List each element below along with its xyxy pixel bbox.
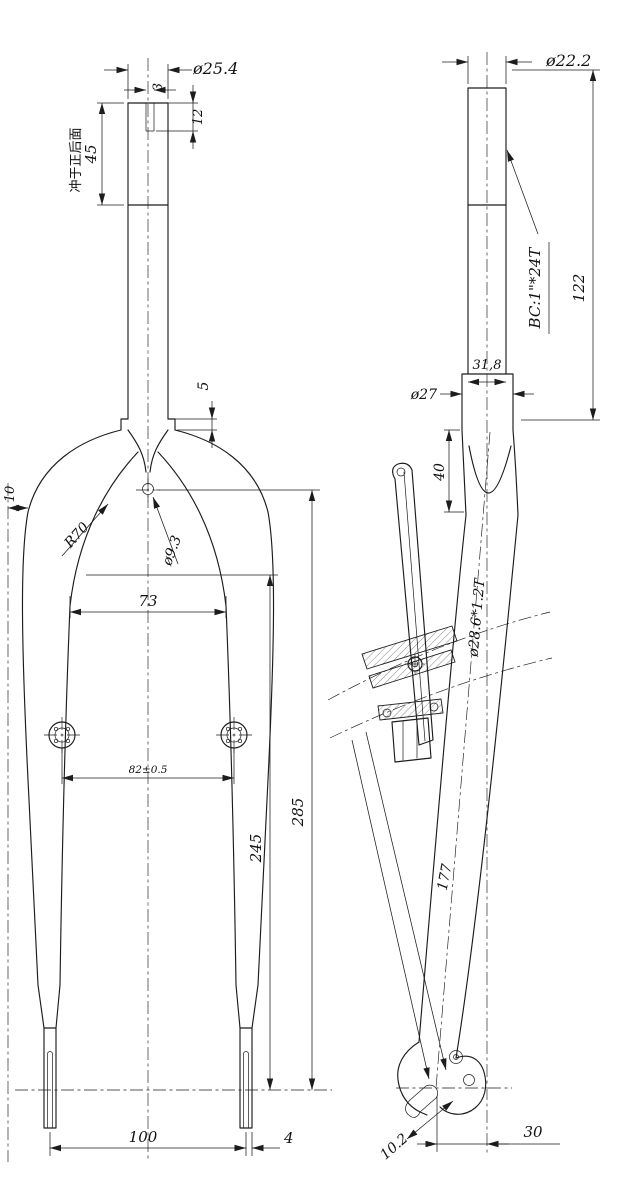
dim-thread-length-label: 45 [82, 144, 100, 164]
dropout-hole-lower [463, 1074, 475, 1086]
dim-crown-height: 40 [432, 429, 464, 513]
dim-lower-diameter: ø27 [410, 387, 534, 403]
dim-race-height-label: 5 [196, 381, 212, 390]
dim-steerer-length: 122 [512, 69, 600, 421]
dim-blade-bend-radius: R70 [61, 503, 109, 557]
dim-thread-spec-label: BC:1"*24T [526, 247, 544, 330]
clamp-bracket [391, 717, 432, 763]
dim-blade-inner-spacing: 73 [69, 592, 227, 618]
dim-slot-width-label: 10.2 [377, 1131, 411, 1164]
side-view: ø22.2 BC:1"*24T 122 31,8 ø27 40 ø28.6*1.… [327, 51, 600, 1164]
blade-axis-centerline [435, 431, 491, 1089]
dropout-hole-upper [449, 1050, 463, 1064]
side-crown-sides [461, 429, 519, 516]
dim-steerer-length-label: 122 [570, 274, 588, 303]
right-blade-inner [157, 451, 241, 1029]
dim-edge-offset: 10 [3, 486, 28, 512]
dim-edge-offset-label: 10 [3, 486, 18, 503]
lever-arm [392, 462, 434, 746]
steerer-tube-outline [127, 102, 169, 420]
dim-thread-spec: BC:1"*24T [506, 149, 550, 334]
front-view: ø25.4 3 12 45 冲于正后面 5 10 [3, 58, 332, 1162]
side-steerer-outline [467, 87, 507, 375]
dim-blade-tube-spec-label: ø28.6*1.2T [466, 576, 489, 658]
dim-blade-bend-radius-label: R70 [61, 519, 93, 552]
dim-dropout-spacing: 100 [49, 1128, 247, 1156]
dim-blade-inner-spacing-label: 73 [138, 592, 157, 610]
dim-shoulder-to-axle: 245 [86, 574, 278, 1090]
crown-race-block [461, 373, 514, 431]
wheel-reference-arc-2 [329, 657, 553, 739]
brake-lever-assembly [361, 462, 458, 763]
left-dropout [43, 1027, 57, 1129]
dim-dropout-spacing-label: 100 [129, 1128, 158, 1146]
dim-thread-length: 45 [82, 102, 124, 206]
dim-pivot-to-axle: 177 [351, 731, 456, 1080]
upper-clamp-plate [361, 625, 458, 670]
clamp-band [377, 698, 444, 721]
dim-lower-diameter-label: ø27 [410, 387, 437, 403]
dim-pivot-to-axle-label: 177 [435, 863, 456, 892]
dim-race-height: 5 [172, 381, 217, 448]
crown-arch [468, 445, 512, 494]
dim-keyway-depth-label: 12 [191, 109, 206, 126]
dim-keyway-width-label: 3 [151, 83, 166, 91]
dim-boss-spacing: 82±0.5 [61, 748, 235, 784]
dim-slot-width: 10.2 [377, 1100, 454, 1164]
right-brake-boss [220, 721, 248, 749]
dim-dropout-thickness: 4 [251, 1129, 294, 1156]
dim-side-steerer-diameter: ø22.2 [442, 51, 591, 84]
lower-clamp-plate [368, 649, 456, 689]
dim-keyway-depth: 12 [156, 85, 206, 149]
stamp-note: 冲于正后面 [69, 127, 84, 192]
right-dropout [239, 1027, 253, 1129]
dim-shoulder-to-axle-label: 245 [247, 834, 265, 864]
keyway-slot [145, 102, 155, 132]
crown-hole-centerlines [136, 478, 160, 502]
wheel-reference-arc-1 [327, 611, 551, 701]
dim-side-steerer-diameter-label: ø22.2 [545, 51, 591, 70]
dim-steerer-diameter-label: ø25.4 [192, 59, 238, 78]
lever-top-hole [396, 467, 406, 477]
dim-crown-hole-diameter-label: ø9.3 [159, 533, 185, 568]
side-blade-rear-edge [455, 514, 519, 1059]
dim-crown-hole-diameter: ø9.3 [152, 496, 185, 569]
dim-fork-rake: 30 [417, 1096, 560, 1152]
dim-crown-to-axle: 285 [156, 489, 320, 1090]
dim-crown-to-axle-label: 285 [289, 798, 307, 828]
dim-crown-race-width-label: 31,8 [473, 358, 502, 373]
dim-boss-spacing-label: 82±0.5 [129, 764, 168, 776]
left-blade-inner [55, 451, 139, 1029]
crown-hole [142, 483, 154, 495]
left-blade-outer [21, 429, 122, 1029]
dim-crown-height-label: 40 [432, 463, 448, 482]
dim-fork-rake-label: 30 [523, 1123, 543, 1141]
dim-keyway-width: 3 [124, 83, 176, 94]
dim-crown-race-width: 31,8 [468, 358, 506, 386]
side-blade-front-edge [418, 514, 467, 1043]
dim-steerer-diameter: ø25.4 [104, 59, 238, 99]
right-blade-outer [174, 429, 275, 1029]
brake-boss-centerlines [44, 717, 252, 753]
dim-dropout-thickness-label: 4 [283, 1129, 294, 1147]
crown-under-curves [127, 429, 169, 473]
